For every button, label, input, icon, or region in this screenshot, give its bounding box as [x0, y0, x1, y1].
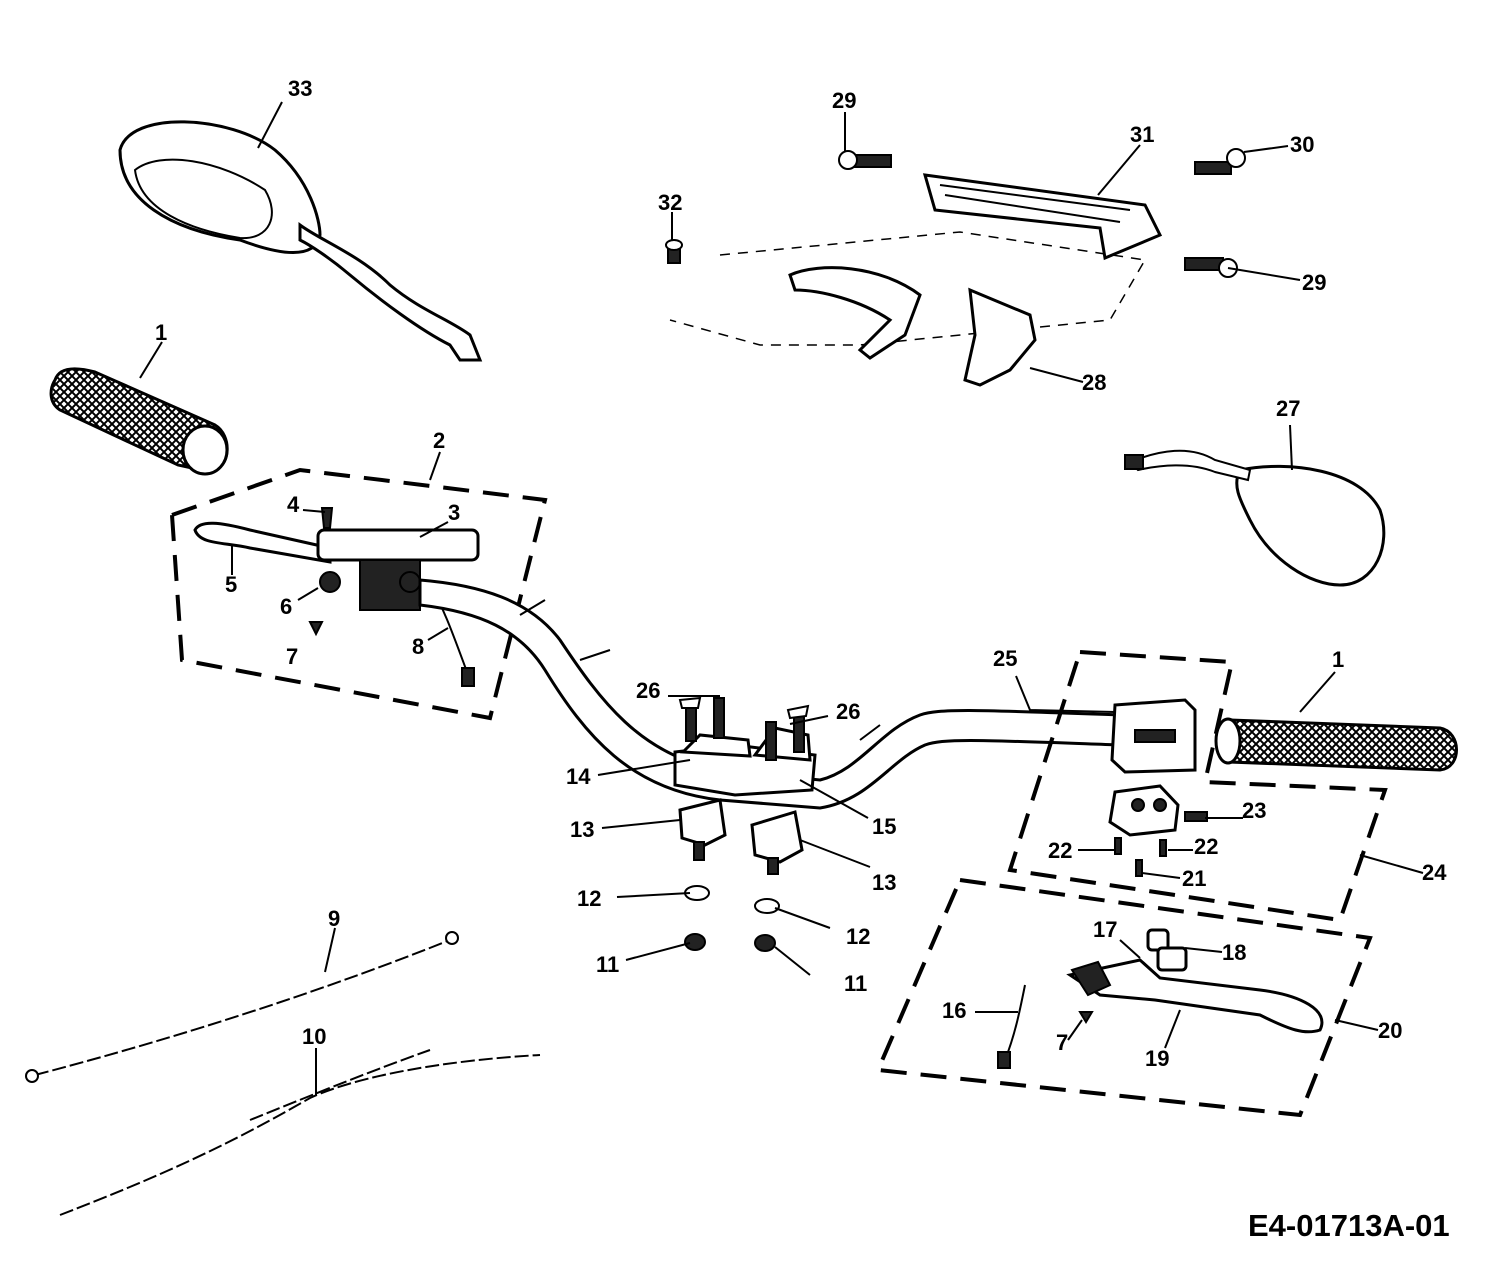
callout-29-right: 29: [1302, 270, 1326, 295]
callout-27: 27: [1276, 396, 1300, 421]
callout-33: 33: [288, 76, 312, 101]
drawing-code: E4-01713A-01: [1248, 1208, 1450, 1243]
callout-1-right: 1: [1332, 647, 1344, 672]
cable-9: [25, 931, 459, 1083]
callout-6: 6: [280, 594, 292, 619]
leader-lines: [139, 101, 1424, 1095]
callout-28: 28: [1082, 370, 1106, 395]
nut-right: [754, 934, 776, 952]
callout-18: 18: [1222, 940, 1246, 965]
brake-lever-left: [193, 507, 480, 687]
callout-labels: 33 1 2 4 3 5 6 7 8 9 10 26 26 14 15 13 1…: [155, 76, 1447, 1071]
callout-22-left: 22: [1048, 838, 1072, 863]
callout-7-right: 7: [1056, 1030, 1068, 1055]
switch-parts: [1108, 784, 1208, 877]
grip-left: [49, 367, 229, 476]
callout-26-left: 26: [636, 678, 660, 703]
lever-right: [997, 928, 1324, 1069]
callout-10: 10: [302, 1024, 326, 1049]
callout-21: 21: [1182, 866, 1206, 891]
callout-4: 4: [287, 492, 300, 517]
callout-13-right: 13: [872, 870, 896, 895]
callout-17: 17: [1093, 917, 1117, 942]
callout-14: 14: [566, 764, 591, 789]
callout-8: 8: [412, 634, 424, 659]
handlebar-clamp: [673, 696, 817, 797]
hand-guard: [1124, 449, 1386, 587]
riser-left: [678, 798, 727, 861]
callout-1: 1: [155, 320, 167, 345]
callout-9: 9: [328, 906, 340, 931]
lever-assembly-box-right: [875, 877, 1373, 1118]
callout-12-left: 12: [577, 886, 601, 911]
callout-31: 31: [1130, 122, 1154, 147]
callout-19: 19: [1145, 1046, 1169, 1071]
nut-left: [684, 933, 706, 951]
callout-11-left: 11: [596, 952, 619, 977]
callout-22-right: 22: [1194, 834, 1218, 859]
callout-13-left: 13: [570, 817, 594, 842]
callout-20: 20: [1378, 1018, 1402, 1043]
washer-right: [754, 898, 780, 914]
callout-32: 32: [658, 190, 682, 215]
callout-24: 24: [1422, 860, 1447, 885]
callout-29-top: 29: [832, 88, 856, 113]
switch-assembly-box: [1007, 649, 1388, 923]
bracket-assembly: [665, 148, 1246, 387]
callout-11-right: 11: [844, 971, 867, 996]
callout-12-right: 12: [846, 924, 870, 949]
callout-5: 5: [225, 572, 237, 597]
callout-15: 15: [872, 814, 896, 839]
switch-housing: [1110, 698, 1197, 774]
grip-right: [1214, 717, 1458, 772]
callout-3: 3: [448, 500, 460, 525]
cable-10: [59, 1049, 541, 1216]
callout-7: 7: [286, 644, 298, 669]
callout-16: 16: [942, 998, 966, 1023]
callout-25: 25: [993, 646, 1017, 671]
callout-26-right: 26: [836, 699, 860, 724]
callout-30: 30: [1290, 132, 1314, 157]
riser-right: [750, 810, 804, 875]
callout-23: 23: [1242, 798, 1266, 823]
mirror-left: [118, 120, 483, 362]
callout-2: 2: [433, 428, 445, 453]
